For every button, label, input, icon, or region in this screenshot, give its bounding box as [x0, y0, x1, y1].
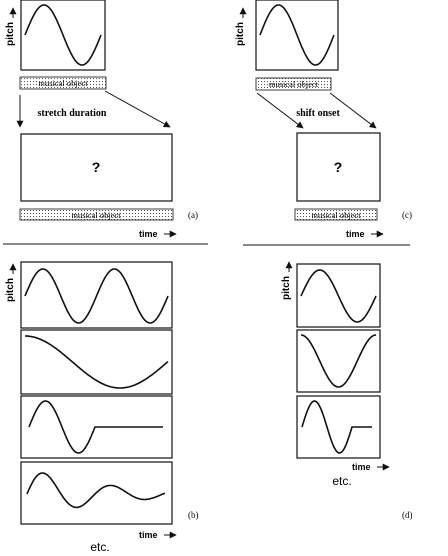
musical-object-bar-a-bottom [19, 208, 174, 221]
variant-frame-b1 [20, 261, 173, 329]
panel-label-b: (b) [188, 510, 199, 520]
variant-waveform-b2 [25, 335, 169, 389]
musical-object-bar-a-top [19, 76, 107, 90]
source-waveform-a [24, 4, 102, 66]
panel-label-c: (c) [402, 210, 412, 220]
pitch-axis-label-d: pitch [281, 276, 292, 300]
etc-label-d: etc. [332, 474, 351, 488]
musical-object-label-c-top: musical object [269, 79, 319, 89]
time-axis-label-a: time [139, 229, 158, 239]
time-axis-label-c: time [346, 229, 365, 239]
result-plot-frame-a [20, 133, 173, 202]
pitch-axis-label-b: pitch [5, 278, 16, 302]
time-axis-label-d: time [352, 462, 371, 472]
shift-onset-label: shift onset [296, 108, 340, 119]
musical-object-label-c-bottom: musical object [311, 210, 361, 220]
time-axis-label-b: time [139, 530, 158, 540]
panel-c: pitch musical object shift onset ? music… [235, 0, 412, 239]
musical-object-bar-c-top [255, 77, 332, 91]
variant-waveform-b4 [26, 472, 166, 509]
result-plot-frame-c [296, 132, 381, 202]
panel-label-a: (a) [188, 210, 198, 220]
variant-frame-b3 [20, 395, 173, 459]
panel-label-d: (d) [402, 510, 413, 520]
variant-frame-d3 [296, 395, 381, 459]
musical-object-label-a-top: musical object [38, 78, 88, 88]
panel-d: pitch time etc. (d) [281, 261, 413, 520]
musical-object-bar-c-bottom [294, 208, 378, 221]
unknown-result-a: ? [92, 159, 101, 175]
panel-a: pitch musical object stretch duration ? … [5, 0, 198, 239]
musical-object-label-a-bottom: musical object [71, 210, 121, 220]
variant-frame-b2 [20, 329, 173, 395]
variant-frame-d2 [296, 329, 381, 393]
arrow-left-c [256, 92, 304, 129]
panel-b: pitch (b) time etc. [5, 261, 199, 554]
variant-waveform-d2 [300, 334, 377, 388]
arrow-right-a [104, 90, 171, 128]
variant-waveform-d1 [300, 269, 377, 323]
variant-waveform-b3 [28, 400, 163, 454]
variant-waveform-d3 [301, 400, 372, 454]
stretch-duration-label: stretch duration [38, 108, 107, 119]
pitch-axis-label-a: pitch [5, 22, 16, 46]
unknown-result-c: ? [334, 159, 343, 175]
variant-frame-b4 [20, 461, 173, 525]
source-plot-frame-c [255, 0, 339, 71]
pitch-axis-label-c: pitch [235, 22, 246, 46]
variant-waveform-b1 [24, 268, 169, 324]
arrow-right-c [329, 92, 377, 129]
variant-frame-d1 [296, 263, 381, 328]
source-waveform-c [259, 4, 335, 66]
etc-label-b: etc. [90, 540, 109, 554]
source-plot-frame-a [20, 0, 106, 71]
